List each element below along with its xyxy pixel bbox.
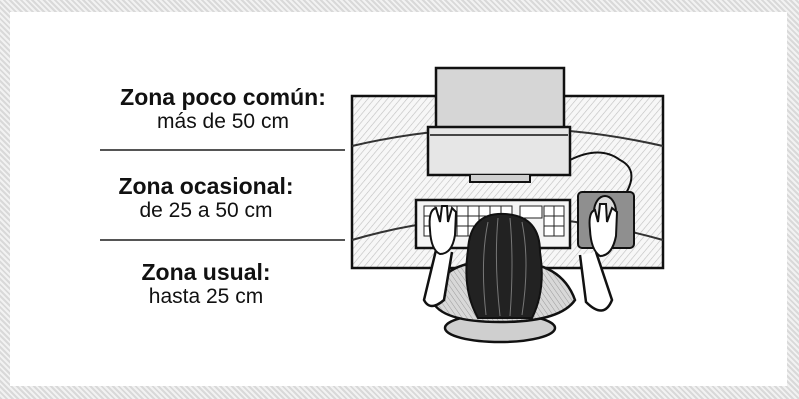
right-hand (590, 204, 617, 256)
monitor-top (436, 68, 564, 130)
monitor-front (428, 127, 570, 175)
monitor-stand (470, 175, 530, 182)
left-hand (430, 206, 456, 254)
person-hair (466, 214, 541, 318)
